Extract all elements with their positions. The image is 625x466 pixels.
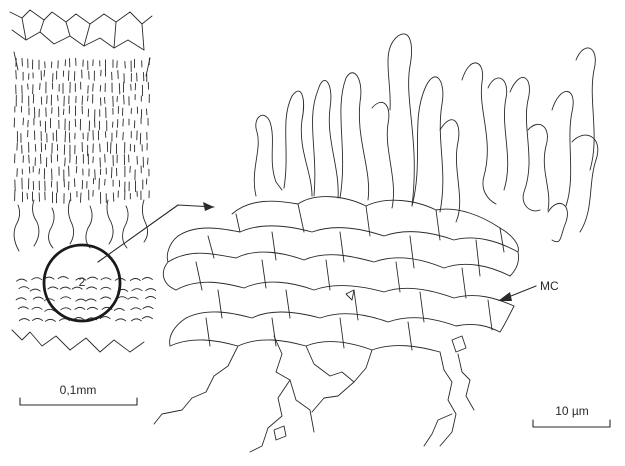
cell-arc [30,289,40,291]
cell-arc [75,307,85,309]
grain-dash [40,83,41,89]
cell-arc [19,319,29,321]
equiaxed-cell-layer [163,197,518,352]
cell-arc [60,287,70,289]
grain-dash [81,193,82,202]
cell-arc [101,287,111,289]
grain-dash [95,170,96,180]
grain-dash [93,84,94,91]
grain-dash [65,131,66,142]
cell-arc [33,297,43,299]
grain-dash [69,133,70,143]
cell-arc [45,319,55,321]
cell-arc [131,319,141,321]
cell-arc [87,307,97,309]
cell-arc [131,308,141,310]
grain-dash [44,70,45,76]
cell-arc [87,287,97,289]
grain-dash [125,61,126,68]
grain-dash [100,144,101,152]
cell-arc [143,307,153,309]
grain-dash [29,155,30,163]
low-mag-bottom-edge [12,330,144,352]
scale-bar-left-label: 0,1mm [60,383,97,397]
scale-bar-right: 10 µm [533,404,610,427]
grain-dash [100,85,101,91]
lower-fracture-lines [154,336,474,452]
grain-dash [39,169,40,174]
columnar-grain-texture [14,58,149,203]
grain-dash [105,97,106,103]
cell-arc [61,297,71,299]
cell-arc [101,278,111,280]
grain-dash [27,193,28,199]
grain-dash [111,143,112,154]
cell-arc [33,319,43,321]
cell-arc [48,287,58,289]
scale-bar-left: 0,1mm [20,383,137,405]
grain-dash [88,96,89,101]
cell-arc [114,309,124,311]
grain-dash [123,132,124,139]
grain-dash [28,84,29,89]
mc-annotation: MC [498,279,559,301]
lower-fibres [14,200,148,251]
grain-dash [65,158,66,166]
cell-arc [58,277,68,279]
cell-arc [116,319,126,321]
cell-arc [142,278,152,280]
cell-arc [17,279,27,281]
grain-dash [124,95,125,104]
cell-arc [146,289,156,291]
cell-arc [128,297,138,299]
cell-arc [132,289,142,291]
inset-marker: 2 [79,275,86,289]
grain-dash [113,193,114,201]
grain-dash [148,158,149,164]
mc-label: MC [540,279,559,293]
cell-arc [18,307,28,309]
cell-arc [88,277,98,279]
cell-arc [32,278,42,280]
cell-arc [142,317,152,319]
cell-arc [61,308,71,310]
grain-dash [76,166,77,173]
grain-dash [63,109,64,115]
grain-dash [119,84,120,94]
cell-arc [76,299,86,301]
grain-dash [75,119,76,126]
cell-arc [86,299,96,301]
grain-dash [105,179,106,185]
cell-arc [130,279,140,281]
grain-dash [23,118,24,125]
cell-section-arcs [16,277,156,322]
elongated-columnar-cells [254,34,598,242]
cell-arc [101,297,111,299]
grain-dash [68,71,69,81]
cell-arc [146,297,156,299]
cell-arc [16,298,26,300]
scale-bar-right-label: 10 µm [555,404,589,418]
grain-dash [35,145,36,152]
cell-arc [32,307,42,309]
cell-arc [19,287,29,289]
